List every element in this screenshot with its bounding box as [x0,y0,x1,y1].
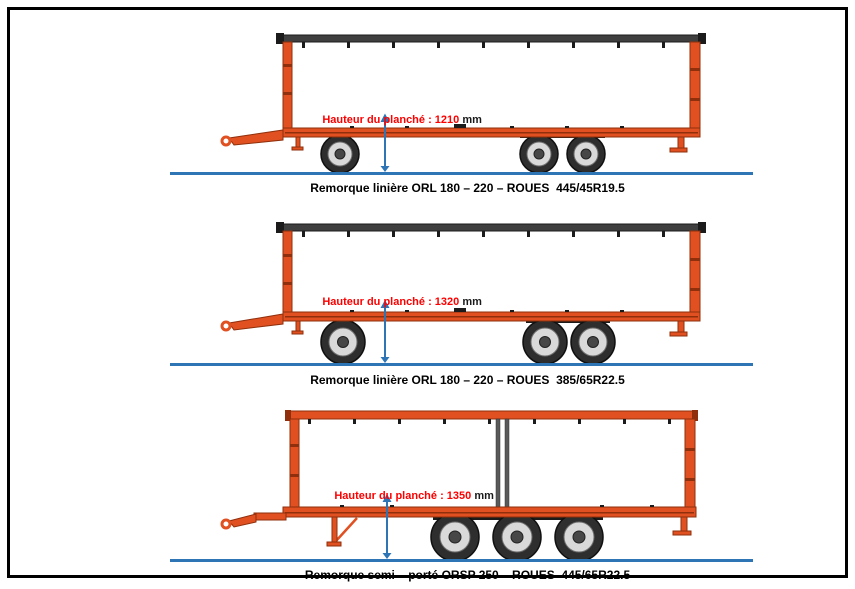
tarp-hooks [308,419,671,424]
drawbar [220,129,304,151]
floor-height-text: Hauteur du planché : 1320 [322,296,460,308]
wheel-rear-1 [519,134,559,174]
trailer-drawing-2 [170,222,753,366]
figure-trailer-orl-445: Hauteur du planché : 1210 mm Remorque li… [40,28,855,204]
corner-post-right [689,41,701,135]
figure-caption: Remorque linière ORL 180 – 220 – ROUES 3… [310,373,625,387]
floor-height-label: Hauteur du planché : 1320 mm [304,284,482,320]
floor-height-text: Hauteur du planché : 1350 [334,490,472,502]
corner-post-left [282,41,293,129]
wheel-front [320,319,366,365]
floor-height-unit: mm [474,490,494,502]
figure-trailer-orl-385: Hauteur du planché : 1320 mm Remorque li… [40,216,855,394]
corner-post-right [684,418,696,510]
wheel-rear-2 [566,134,606,174]
roof-rail [285,410,698,424]
top-rail [276,222,706,237]
floor-height-unit: mm [462,296,482,308]
tarp-hooks [302,231,665,237]
center-posts [495,418,510,508]
rear-underrun-bar [669,136,688,153]
rear-underrun-bar [672,516,692,536]
drawbar [220,313,304,335]
floor-height-unit: mm [462,114,482,126]
towing-eye [220,518,232,530]
trailer-drawing-3 [170,410,753,562]
wheel-2 [492,512,542,562]
floor-height-label: Hauteur du planché : 1350 mm [316,478,494,514]
towing-eye [220,320,232,332]
dimension-arrow [382,494,392,559]
chassis-bed [282,505,697,518]
figure-caption: Remorque linière ORL 180 – 220 – ROUES 4… [310,181,625,195]
floor-height-text: Hauteur du planché : 1210 [322,114,460,126]
floor-height-label: Hauteur du planché : 1210 mm [304,102,482,138]
rear-underrun-bar [669,320,688,337]
figure-caption: Remorque semi – porté ORSP 250 – ROUES 4… [304,568,631,582]
dimension-arrow [380,113,390,172]
figure-trailer-orsp-445: Hauteur du planché : 1350 mm Remorque se… [40,404,855,589]
wheel-3 [554,512,604,562]
gooseneck [220,512,287,530]
wheel-1 [430,512,480,562]
tarp-hooks [302,42,665,48]
corner-post-left [289,418,300,508]
landing-gear [326,516,358,547]
top-rail [276,33,706,48]
wheel-front [320,134,360,174]
trailer-drawing-1 [170,33,753,175]
wheel-rear-1 [522,319,568,365]
towing-eye [220,135,232,147]
corner-post-right [689,230,701,320]
dimension-arrow [380,300,390,363]
corner-post-left [282,230,293,313]
wheel-rear-2 [570,319,616,365]
